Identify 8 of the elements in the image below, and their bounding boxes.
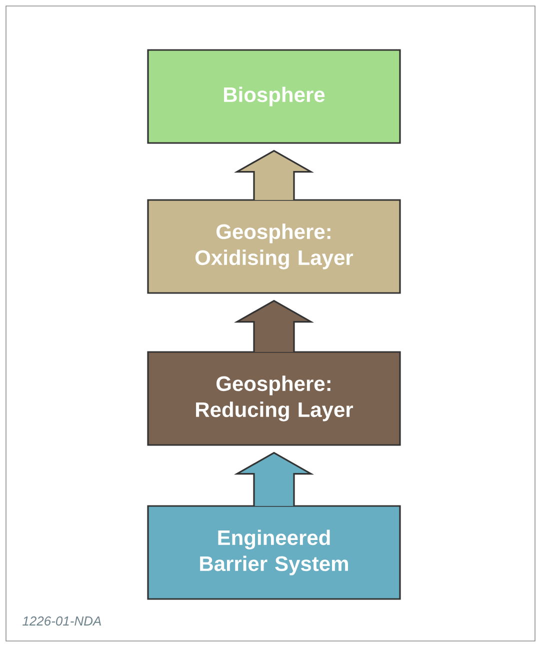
block-arrow bbox=[234, 150, 314, 201]
layer-box: Geosphere: Reducing Layer bbox=[147, 351, 401, 446]
layer-box: Engineered Barrier System bbox=[147, 505, 401, 600]
figure-code: 1226-01-NDA bbox=[22, 616, 101, 626]
block-arrow bbox=[234, 300, 314, 353]
layer-box: Biosphere bbox=[147, 49, 401, 144]
layer-box: Geosphere: Oxidising Layer bbox=[147, 199, 401, 294]
block-arrow bbox=[234, 452, 314, 507]
